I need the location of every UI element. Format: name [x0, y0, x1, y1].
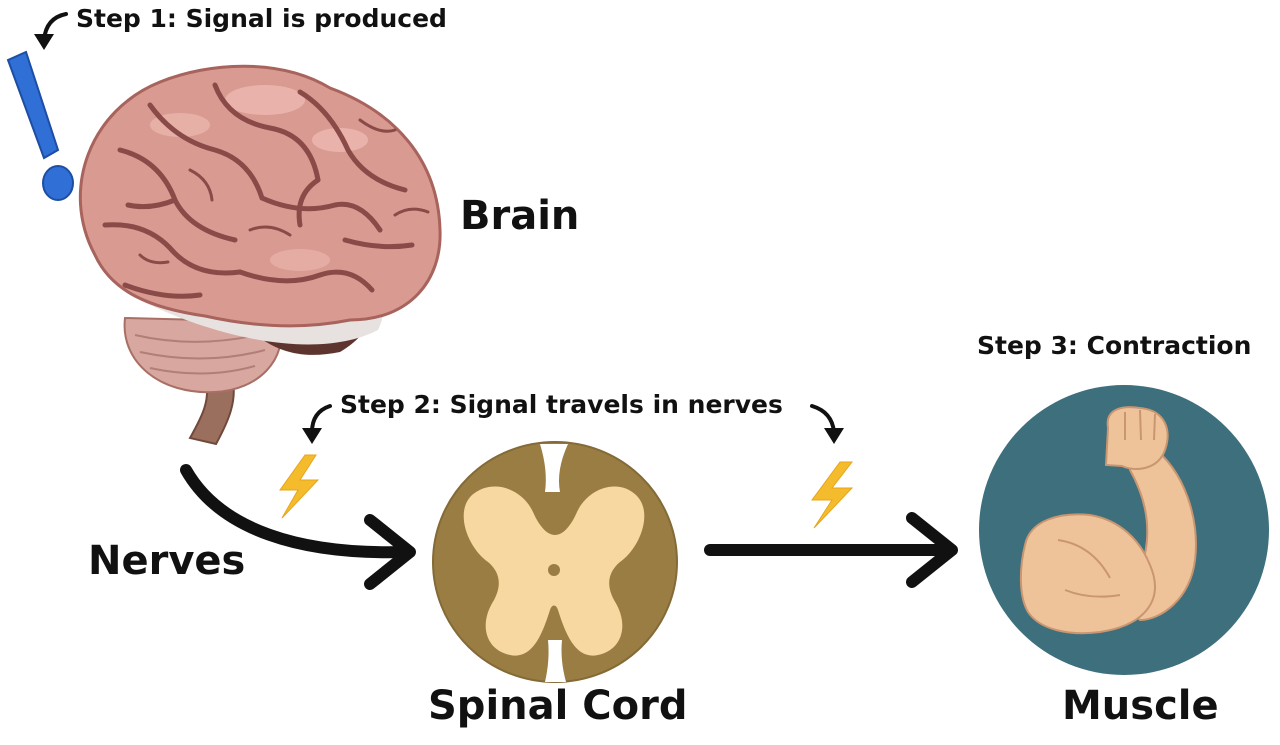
exclamation-icon	[6, 50, 74, 201]
nerve-arrow-brain-to-spinal-cord	[180, 464, 416, 590]
spinal-cord-label: Spinal Cord	[428, 683, 688, 729]
brain-label: Brain	[460, 193, 580, 239]
lightning-bolt-icon	[279, 454, 320, 519]
nerves-label: Nerves	[88, 538, 246, 584]
step2-right-pointer-arrow	[810, 404, 844, 444]
brain-icon	[78, 64, 442, 446]
muscle-label: Muscle	[1062, 683, 1219, 729]
step3-label: Step 3: Contraction	[977, 331, 1252, 360]
step2-left-pointer-arrow	[302, 404, 332, 444]
step1-label: Step 1: Signal is produced	[76, 4, 447, 33]
flexed-arm-icon	[979, 385, 1269, 675]
spinal-cord-cross-section-icon	[432, 441, 678, 683]
step2-label: Step 2: Signal travels in nerves	[340, 390, 783, 419]
lightning-bolt-icon	[811, 461, 854, 529]
step1-pointer-arrow	[34, 12, 68, 50]
nerve-arrow-spinal-cord-to-muscle	[704, 512, 958, 588]
